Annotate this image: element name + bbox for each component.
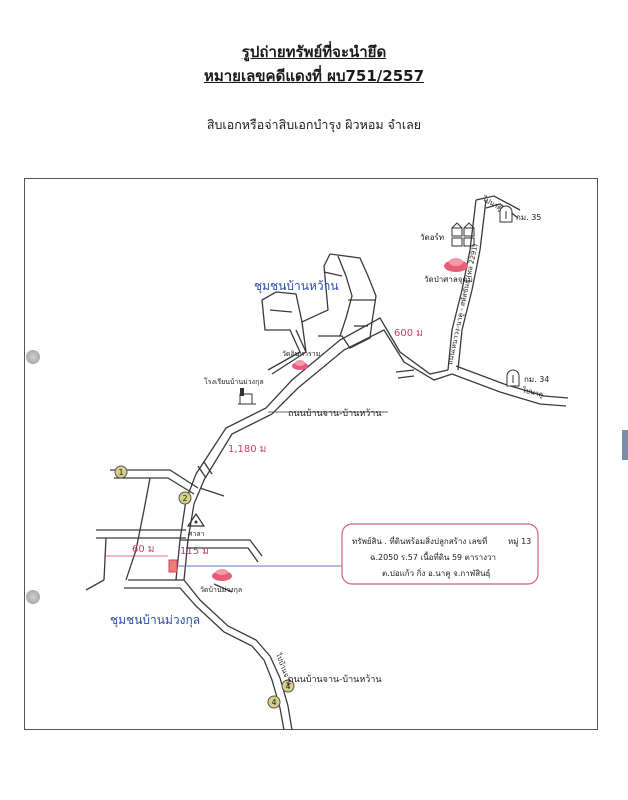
km-post-icon [499,205,513,223]
label-wat-upper: วัดอินทาราม [282,350,320,358]
school-icon [238,388,256,405]
label-sala: ศาลา [188,530,205,538]
label-km34: กม. 34 [524,375,549,384]
label-community-north: ชุมชนบ้านหว้าน [254,279,339,294]
sala-dot [194,520,198,524]
map-frame [24,178,598,730]
village-roads-north [261,253,377,375]
label-wat-ort: วัดอร์ท [420,232,444,242]
label-to-ban-chan: ไปบ้านจาน [274,651,294,687]
sala-icon [186,512,206,527]
highway-2291 [447,195,569,407]
property-moo: หมู่ 13 [508,537,531,547]
main-road [195,317,453,481]
label-school: โรงเรียนบ้านม่วงกุล [204,377,264,386]
distance-115m: 115 ม [180,546,209,557]
label-road-main: ถนนบ้านจาน-บ้านหว้าน [288,408,382,419]
label-community-south: ชุมชนบ้านม่วงกุล [110,613,200,628]
village-roads-south [85,461,293,731]
marker-1: 1 [114,465,128,479]
label-wat-pa: วัดป่าศาลจุดม [424,275,473,284]
marker-4b: 4 [267,695,281,709]
property-line2: ฉ.2050 ร.57 เนื้อที่ดิน 59 ตารางวา [370,551,496,562]
temple-icon [444,258,468,272]
distance-600m: 600 ม [394,328,423,339]
label-to-nakhu-bottom: ไปนาคู [521,385,545,399]
defendant-name: สิบเอกหรือจ่าสิบเอกบำรุง ผิวหอม จำเลย [206,117,422,132]
temple-icon [292,360,308,370]
punch-hole [26,590,40,604]
distance-60m: 60 ม [132,544,155,555]
property-location [168,559,178,573]
property-line3: ต.ปอแก้ว กิ่ง อ.นาคู จ.กาฬสินธุ์ [382,567,491,579]
property-line1: ทรัพย์สิน . ที่ดินพร้อมสิ่งปลูกสร้าง เลข… [352,535,487,547]
svg-text:4: 4 [271,698,276,707]
marker-2: 2 [178,491,192,505]
marker-4a: 4 [281,679,295,693]
km-post-icon [506,369,520,387]
distance-1180m: 1,180 ม [228,444,266,455]
label-wat-muang: วัดบ้านม่วงกุล [200,586,242,594]
punch-hole [26,350,40,364]
label-km35: กม. 35 [516,213,541,222]
property-info-box [341,523,539,585]
svg-text:2: 2 [182,494,187,503]
label-road-south: ถนนบ้านจาน-บ้านหว้าน [288,674,382,685]
svg-text:1: 1 [118,468,123,477]
edge-mark [622,430,628,460]
page-title: รูปถ่ายทรัพย์ที่จะนำยึด [241,43,387,61]
temple-buildings-icon [451,222,475,247]
svg-text:4: 4 [285,682,290,691]
case-number-title: หมายเลขคดีแดงที่ ผบ751/2557 [203,67,425,85]
temple-icon [212,569,232,581]
